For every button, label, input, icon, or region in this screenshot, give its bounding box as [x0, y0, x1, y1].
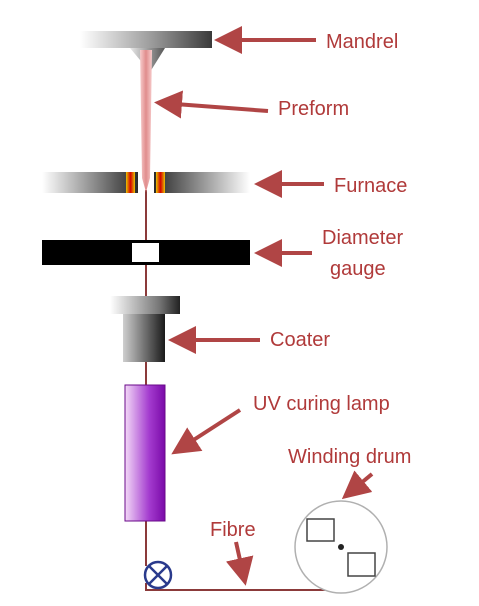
preform-arrow	[154, 90, 269, 119]
furnace	[42, 172, 250, 193]
pulley-wheel	[143, 560, 173, 590]
preform	[140, 50, 152, 192]
coater	[110, 296, 180, 362]
winding-drum-arrow	[341, 470, 374, 500]
fibre-label: Fibre	[210, 519, 256, 541]
winding-drum	[294, 500, 388, 594]
preform-label: Preform	[278, 98, 349, 120]
uv-curing-lamp	[124, 384, 166, 522]
fibre-arrow	[225, 541, 254, 586]
furnace-label: Furnace	[334, 175, 407, 197]
coater-label: Coater	[270, 329, 330, 351]
winding-drum-label: Winding drum	[288, 446, 411, 468]
diameter-gauge	[42, 240, 250, 265]
furnace-heating-element-left	[126, 172, 135, 193]
uv-lamp-arrow	[171, 408, 242, 455]
uv-curing-lamp-label: UV curing lamp	[253, 393, 390, 415]
pointer-arrows	[154, 26, 374, 586]
diameter-gauge-label-line2: gauge	[330, 258, 386, 280]
furnace-heating-element-right	[156, 172, 165, 193]
mandrel-label: Mandrel	[326, 31, 398, 53]
diameter-gauge-label-line1: Diameter	[322, 227, 403, 249]
